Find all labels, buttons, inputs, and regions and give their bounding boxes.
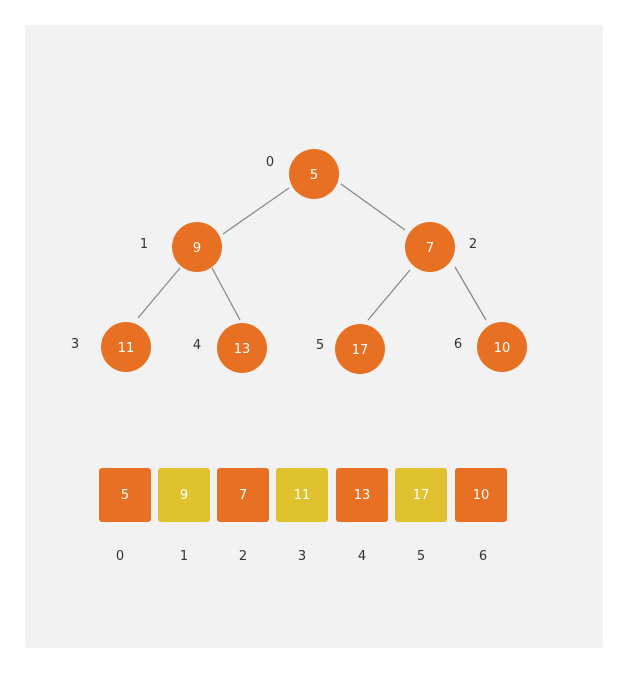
tree-node-0 xyxy=(289,149,339,199)
tree-node-index-0: 0 xyxy=(266,155,274,170)
tree-edge-0-2 xyxy=(340,183,406,231)
tree-node-6 xyxy=(477,322,527,372)
array-cell-0: 5 xyxy=(99,468,151,522)
tree-node-index-1: 1 xyxy=(140,237,148,252)
tree-edge-2-6 xyxy=(454,266,487,321)
tree-node-2 xyxy=(405,222,455,272)
array-index-6: 6 xyxy=(478,549,488,564)
tree-node-5 xyxy=(335,324,385,374)
array-cell-5: 17 xyxy=(395,468,447,522)
tree-node-index-4: 4 xyxy=(193,338,201,353)
array-index-1: 1 xyxy=(179,549,189,564)
tree-node-index-5: 5 xyxy=(316,338,324,353)
tree-node-value-6: 10 xyxy=(494,341,511,356)
tree-node-index-6: 6 xyxy=(454,337,462,352)
array-index-0: 0 xyxy=(115,549,125,564)
tree-node-3 xyxy=(101,322,151,372)
tree-node-1 xyxy=(172,222,222,272)
tree-node-index-3: 3 xyxy=(71,337,79,352)
array-index-2: 2 xyxy=(238,549,248,564)
tree-edge-1-4 xyxy=(211,267,241,321)
tree-node-value-5: 17 xyxy=(352,343,369,358)
tree-node-4 xyxy=(217,323,267,373)
array-cell-3: 11 xyxy=(276,468,328,522)
tree-node-value-2: 7 xyxy=(426,241,434,256)
tree-node-value-0: 5 xyxy=(310,168,318,183)
tree-node-value-3: 11 xyxy=(118,341,135,356)
tree-node-index-2: 2 xyxy=(469,237,477,252)
array-index-5: 5 xyxy=(416,549,426,564)
tree-node-value-1: 9 xyxy=(193,241,201,256)
array-cell-2: 7 xyxy=(217,468,269,522)
tree-edge-0-1 xyxy=(222,187,290,235)
tree-edge-1-3 xyxy=(137,267,181,319)
tree-edge-2-5 xyxy=(367,269,411,321)
array-index-4: 4 xyxy=(357,549,367,564)
tree-node-value-4: 13 xyxy=(234,342,251,357)
array-index-3: 3 xyxy=(297,549,307,564)
array-cell-1: 9 xyxy=(158,468,210,522)
array-cell-6: 10 xyxy=(455,468,507,522)
array-cell-4: 13 xyxy=(336,468,388,522)
